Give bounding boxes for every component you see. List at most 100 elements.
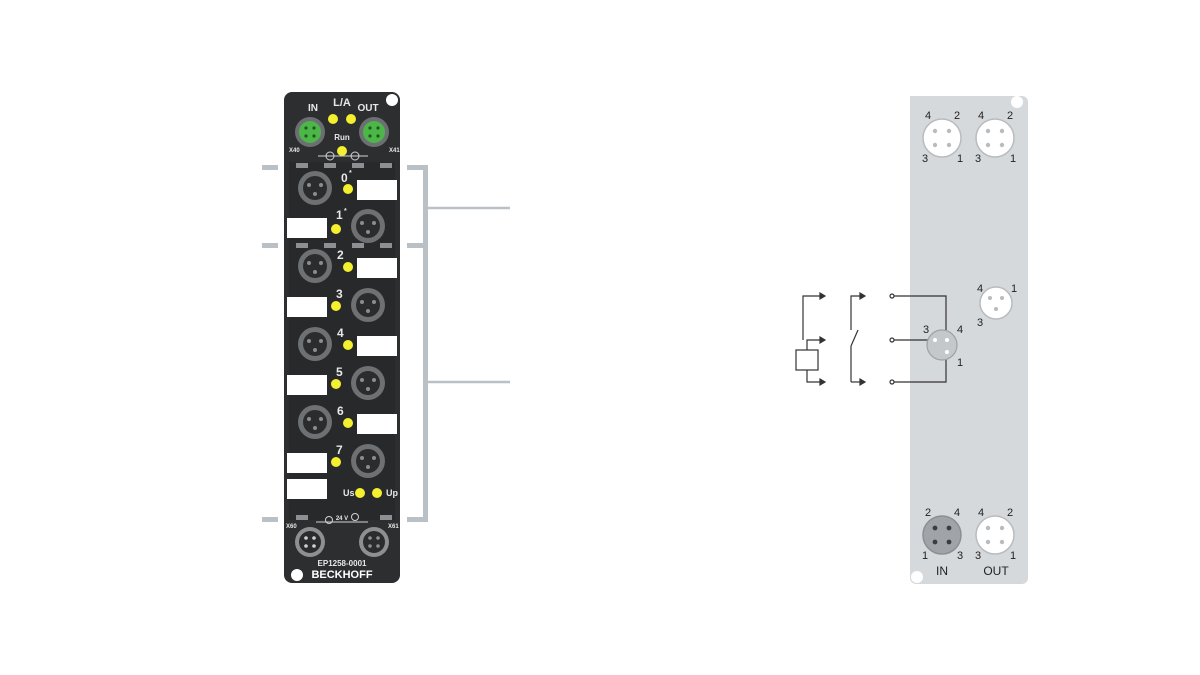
svg-text:1: 1 xyxy=(957,357,963,369)
svg-text:1: 1 xyxy=(1011,283,1017,295)
us-label: Us xyxy=(343,488,355,498)
channel-2: 2 xyxy=(337,248,397,278)
power-symbol-icon xyxy=(316,513,368,524)
svg-text:4: 4 xyxy=(977,283,983,295)
svg-text:4: 4 xyxy=(954,507,960,519)
run-led xyxy=(337,146,347,156)
la-led-out xyxy=(346,114,356,124)
up-label: Up xyxy=(386,488,398,498)
top-in-pin-diagram: 4 2 3 1 xyxy=(922,110,963,165)
channel-led xyxy=(331,224,341,234)
x40-label: X40 xyxy=(289,148,300,154)
label-field xyxy=(287,453,327,473)
ethernet-symbol-icon xyxy=(318,151,368,161)
svg-text:3: 3 xyxy=(975,550,981,562)
channel-led xyxy=(343,418,353,428)
svg-text:2: 2 xyxy=(954,110,960,122)
m8-connector xyxy=(351,288,385,322)
svg-text:4: 4 xyxy=(978,507,984,519)
m8-connector xyxy=(298,327,332,361)
channel-4: 4 xyxy=(337,326,397,356)
m8-connector xyxy=(298,405,332,439)
channel-led xyxy=(343,340,353,350)
brand-logo: BECKHOFF xyxy=(311,569,372,581)
label-field xyxy=(287,375,327,395)
bracket-marks xyxy=(262,165,428,522)
label-field xyxy=(357,258,397,278)
svg-text:2: 2 xyxy=(925,507,931,519)
channel-1: 1 * xyxy=(287,208,347,238)
svg-text:4: 4 xyxy=(925,110,931,122)
channel-led xyxy=(343,262,353,272)
la-label: L/A xyxy=(333,97,351,109)
ethercat-section: IN OUT L/A Run X40 X41 xyxy=(289,97,400,161)
svg-text:1: 1 xyxy=(957,153,963,165)
svg-text:2: 2 xyxy=(1007,110,1013,122)
up-led xyxy=(372,488,382,498)
channel-number: 7 xyxy=(336,443,343,457)
mounting-hole xyxy=(291,569,303,581)
bottom-out-pin-diagram: 4 2 3 1 OUT xyxy=(975,507,1016,578)
model-label: EP1258-0001 xyxy=(318,559,367,568)
ethercat-out-connector xyxy=(359,117,389,147)
svg-text:1: 1 xyxy=(922,550,928,562)
x60-label: X60 xyxy=(286,524,297,530)
svg-text:1: 1 xyxy=(1010,550,1016,562)
m8-pin-diagram: 4 1 3 xyxy=(977,283,1017,329)
label-field xyxy=(287,297,327,317)
svg-text:3: 3 xyxy=(975,153,981,165)
svg-text:3: 3 xyxy=(922,153,928,165)
channel-number: 2 xyxy=(337,248,344,262)
channel-number: 3 xyxy=(336,287,343,301)
separator-marks xyxy=(296,163,392,520)
label-field xyxy=(357,180,397,200)
svg-text:2: 2 xyxy=(1007,507,1013,519)
channel-6: 6 xyxy=(337,404,397,434)
voltage-label: 24 V xyxy=(336,516,348,522)
m8-connector xyxy=(351,366,385,400)
schematic-panel xyxy=(910,96,1028,584)
channel-3: 3 xyxy=(287,287,343,317)
channel-led xyxy=(343,184,353,194)
channel-led xyxy=(331,379,341,389)
svg-text:4: 4 xyxy=(957,324,963,336)
in-label: IN xyxy=(308,103,318,114)
label-field xyxy=(357,336,397,356)
power-in-connector xyxy=(295,527,325,557)
svg-text:3: 3 xyxy=(923,324,929,336)
power-leds: Us Up xyxy=(343,488,398,498)
us-led xyxy=(355,488,365,498)
power-section: X60 X61 24 V EP1258-0001 BECKHOFF xyxy=(286,513,399,581)
circuit-connector: 3 4 1 xyxy=(923,324,963,369)
bottom-out-label: OUT xyxy=(983,564,1009,578)
out-label: OUT xyxy=(357,103,378,114)
label-field xyxy=(357,414,397,434)
mounting-hole xyxy=(911,571,923,583)
channel-5: 5 xyxy=(287,365,343,395)
la-led-in xyxy=(328,114,338,124)
label-field xyxy=(287,218,327,238)
ethercat-in-connector xyxy=(295,117,325,147)
x41-label: X41 xyxy=(389,148,400,154)
bottom-in-pin-diagram: 2 4 1 3 IN xyxy=(922,507,963,578)
m8-connector xyxy=(298,249,332,283)
m8-connector xyxy=(351,209,385,243)
channel-number: 4 xyxy=(337,326,344,340)
svg-text:3: 3 xyxy=(957,550,963,562)
bottom-in-label: IN xyxy=(936,564,948,578)
channel-number: 6 xyxy=(337,404,344,418)
power-out-connector xyxy=(359,527,389,557)
circuit-schematic xyxy=(795,291,947,387)
label-field xyxy=(287,479,327,499)
m8-connector xyxy=(351,444,385,478)
channel-number: 1 xyxy=(336,208,343,222)
x61-label: X61 xyxy=(388,524,399,530)
top-out-pin-diagram: 4 2 3 1 xyxy=(975,110,1016,165)
mounting-hole xyxy=(386,94,398,106)
channel-number: 5 xyxy=(336,365,343,379)
svg-text:3: 3 xyxy=(977,317,983,329)
channel-number: 0 xyxy=(341,171,348,185)
channel-7: 7 xyxy=(287,443,343,473)
svg-text:4: 4 xyxy=(978,110,984,122)
